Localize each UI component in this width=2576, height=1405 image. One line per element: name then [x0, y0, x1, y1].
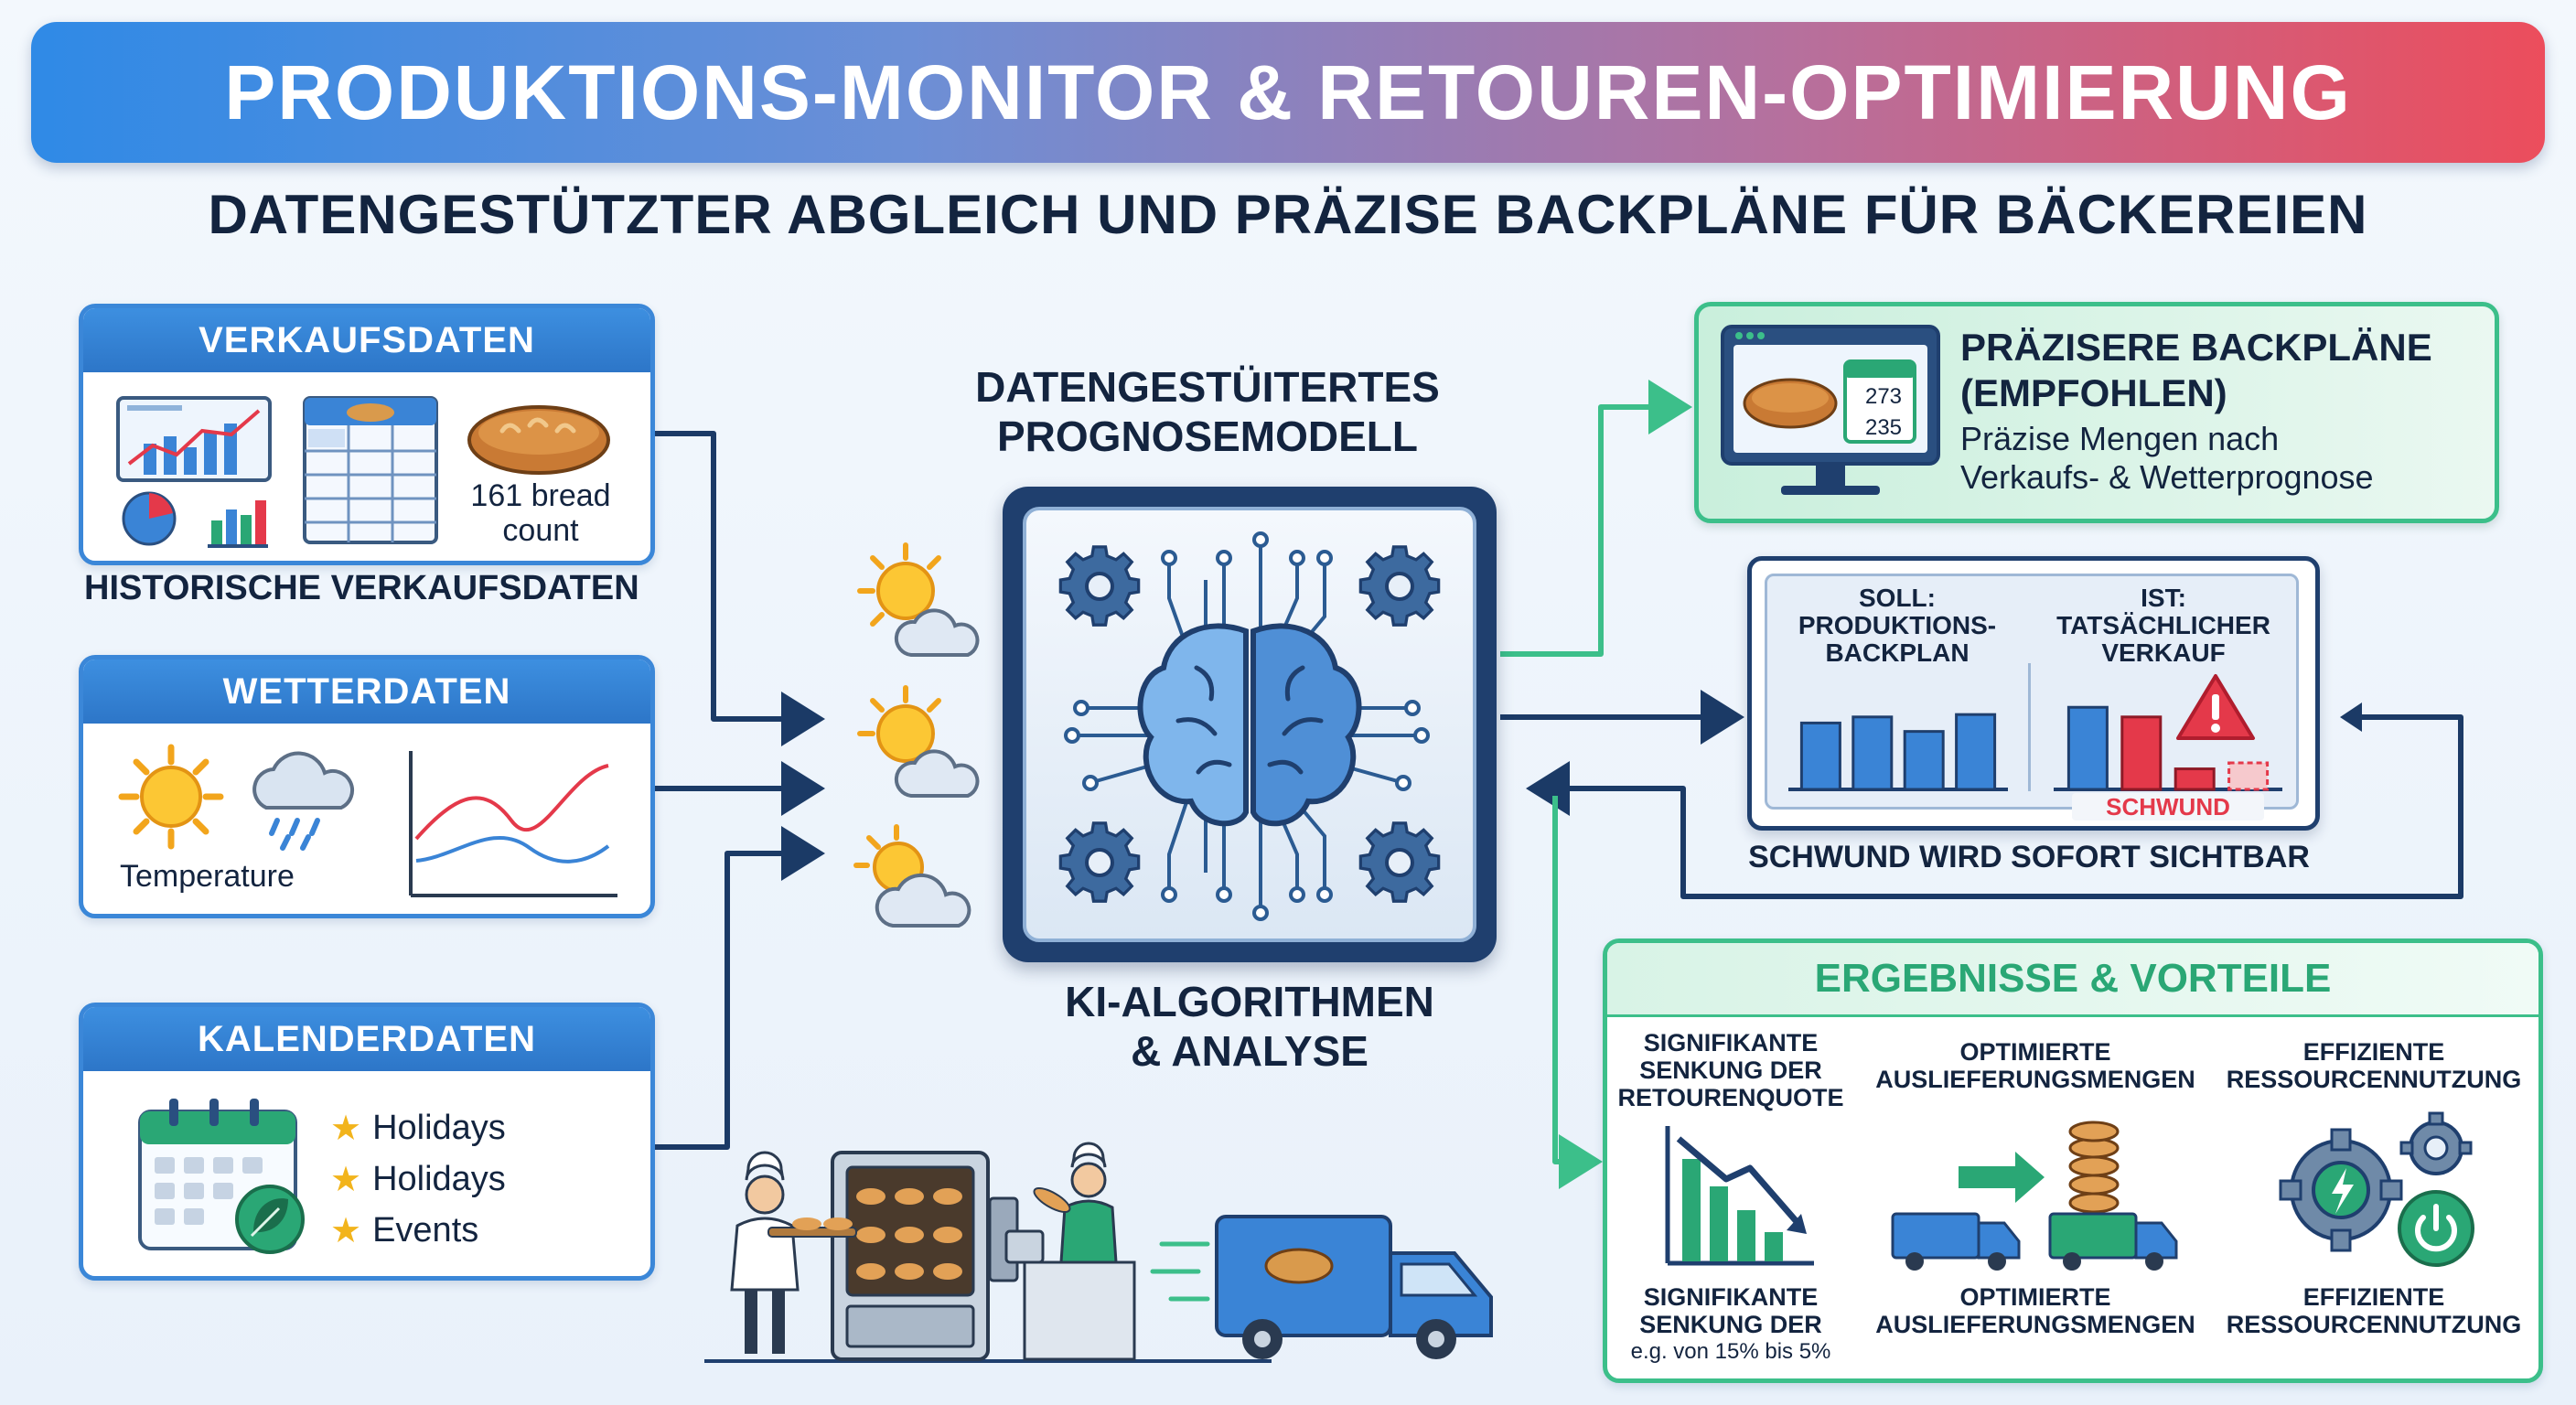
calendar-item: ★ Events — [330, 1210, 479, 1250]
page-subtitle: DATENGESTÜTZTER ABGLEICH UND PRÄZISE BAC… — [208, 184, 2368, 245]
ist-bar-chart — [2054, 705, 2282, 791]
ist-bar — [2120, 715, 2163, 791]
ist-bar — [2066, 705, 2109, 791]
result-delivery-title: OPTIMIERTE AUSLIEFERUNGSMENGEN — [1875, 1038, 2195, 1093]
results-title: ERGEBNISSE & VORTEILE — [1814, 956, 2332, 1001]
power-icon — [2398, 1190, 2474, 1267]
result-resources-title: EFFIZIENTE RESSOURCENNUTZUNG — [2226, 1038, 2522, 1093]
resource-gears-icon — [2279, 1111, 2474, 1267]
gear-icon — [1358, 821, 1441, 903]
temperature-label: Temperature — [120, 859, 295, 894]
calendar-item: ★ Holidays — [330, 1159, 506, 1199]
gear-icon — [2399, 1111, 2473, 1175]
arrow-calendar-to-model — [651, 826, 825, 1150]
star-icon: ★ — [330, 1160, 362, 1199]
weather-data-header: WETTERDATEN — [83, 660, 650, 724]
shrink-badge: SCHWUND — [2072, 793, 2264, 820]
delivery-truck-icon — [1150, 1215, 1493, 1359]
calendar-item: ★ Holidays — [330, 1108, 506, 1148]
temperature-graph-icon — [409, 751, 617, 897]
calendar-data-header: KALENDERDATEN — [83, 1007, 650, 1071]
sales-data-caption: HISTORISCHE VERKAUFSDATEN — [84, 569, 639, 607]
soll-label: SOLL: PRODUKTIONS- BACKPLAN — [1798, 584, 1997, 667]
bar-chart-icon — [208, 500, 268, 548]
weather-data-card: WETTERDATEN Temperature — [79, 655, 655, 918]
ist-label: IST: TATSÄCHLICHER VERKAUF — [2056, 584, 2270, 667]
soll-bar — [1955, 713, 1997, 791]
brain-circuit-icon — [1064, 531, 1430, 921]
page-title: PRODUKTIONS-MONITOR & RETOUREN-OPTIMIERU… — [224, 48, 2352, 135]
result-resources-detail: EFFIZIENTE RESSOURCENNUTZUNG — [2226, 1283, 2522, 1338]
lightning-icon — [2332, 1168, 2354, 1214]
result-return-rate-detail: SIGNIFIKANTE SENKUNG DER e.g. von 15% bi… — [1630, 1283, 1831, 1364]
calendar-data-card: KALENDERDATEN ★ Holidays ★ Holidays ★ Ev… — [79, 1003, 655, 1281]
result-delivery-detail: OPTIMIERTE AUSLIEFERUNGSMENGEN — [1875, 1283, 2195, 1338]
results-header-bg — [1607, 943, 2538, 1017]
monitor-values: 273 235 — [1864, 384, 1903, 440]
declining-chart-icon — [1665, 1126, 1814, 1266]
model-title: DATENGESTÜITERTES PROGNOSEMODELL — [975, 363, 1440, 460]
baker-icon — [1004, 1142, 1136, 1361]
gear-icon — [1058, 545, 1141, 627]
baker-icon — [730, 1151, 857, 1354]
bake-plan-card: 273 235 PRÄZISERE BACKPLÄNE (EMPFOHLEN) … — [1694, 302, 2499, 523]
sales-data-card: VERKAUFSDATEN 161 brea — [79, 304, 655, 565]
results-card: ERGEBNISSE & VORTEILE SIGNIFIKANTE SENKU… — [1603, 938, 2543, 1383]
soll-bar-chart — [1788, 713, 2008, 791]
arrow-comparison-feedback — [1526, 714, 2463, 899]
soll-bar — [1852, 715, 1894, 791]
comparison-divider — [2028, 663, 2031, 791]
ist-bar — [2174, 767, 2216, 791]
bake-plan-title: PRÄZISERE BACKPLÄNE (EMPFOHLEN) — [1960, 326, 2432, 414]
gear-icon — [1358, 545, 1441, 627]
calendar-icon — [138, 1099, 305, 1254]
spreadsheet-icon — [303, 396, 438, 544]
sales-data-header: VERKAUFSDATEN — [83, 308, 650, 372]
bakery-illustration — [704, 1142, 1493, 1363]
delivery-truck-icon — [1891, 1212, 2021, 1271]
arrow-model-to-plans — [1500, 380, 1692, 657]
partly-sunny-icon — [857, 685, 980, 798]
delivery-truck-icon — [2048, 1212, 2178, 1271]
arrow-model-to-results — [1552, 796, 1603, 1189]
gear-icon — [2279, 1128, 2403, 1252]
result-return-rate-title: SIGNIFIKANTE SENKUNG DER RETOURENQUOTE — [1617, 1029, 1844, 1111]
warning-icon — [2176, 674, 2255, 740]
calendar-items-list: ★ Holidays ★ Holidays ★ Events — [330, 1102, 506, 1256]
pie-chart-icon — [122, 491, 177, 546]
partly-sunny-icon — [857, 542, 980, 657]
bread-count-label: 161 bread count — [470, 478, 611, 548]
loop-arrow-head — [2340, 702, 2362, 732]
partly-sunny-icon — [853, 824, 971, 928]
model-caption: KI-ALGORITHMEN & ANALYSE — [1065, 978, 1434, 1075]
model-frame — [1003, 487, 1497, 962]
bread-icon — [467, 405, 610, 475]
star-icon: ★ — [330, 1109, 362, 1148]
comparison-card: SOLL: PRODUKTIONS- BACKPLAN IST: TATSÄCH… — [1747, 556, 2320, 831]
oven-icon — [831, 1151, 1019, 1361]
soll-bar — [1903, 730, 1945, 791]
soll-bar — [1799, 721, 1841, 791]
delivery-optimization-icon — [1891, 1121, 2178, 1271]
title-banner: PRODUKTIONS-MONITOR & RETOUREN-OPTIMIERU… — [31, 22, 2545, 163]
ist-bar — [2227, 761, 2270, 791]
bread-stack-icon — [2068, 1121, 2120, 1214]
gear-icon — [1058, 821, 1141, 903]
arrow-right-icon — [1959, 1152, 2045, 1203]
line-chart-icon — [116, 396, 272, 482]
rain-cloud-icon — [252, 751, 354, 851]
comparison-caption: SCHWUND WIRD SOFORT SICHTBAR — [1748, 840, 2310, 874]
star-icon: ★ — [330, 1211, 362, 1250]
sun-icon — [118, 744, 224, 850]
arrow-sales-to-model — [651, 431, 825, 746]
monitor-icon — [1721, 325, 1940, 495]
bake-plan-description: Präzise Mengen nach Verkaufs- & Wetterpr… — [1960, 420, 2374, 496]
